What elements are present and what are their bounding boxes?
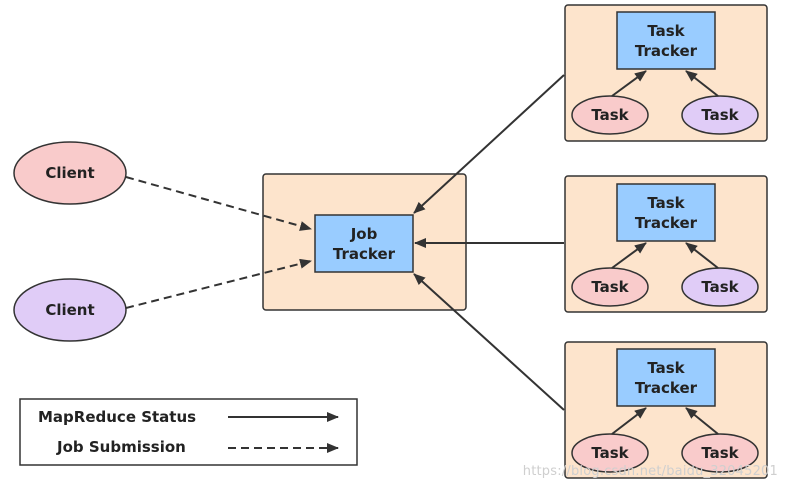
task-tracker-1-label-1: Task [647,22,685,40]
task-2-right-shape [681,267,759,307]
task-3-left-label: Task [591,444,629,462]
task-tracker-1-label-2: Tracker [635,42,698,60]
watermark: https://blog.csdn.net/baidu_32045201 [522,464,778,479]
client-1: Client [13,141,127,205]
task-node-1: Task Tracker Task Task [564,4,768,142]
client-2-label: Client [45,301,94,319]
task-tracker-2-box [616,183,716,242]
task-1-left-shape [571,95,649,135]
task-tracker-2-label-1: Task [647,194,685,212]
job-tracker-box [314,214,414,273]
task-3-right-label: Task [701,444,739,462]
client-2: Client [13,278,127,342]
legend-submission-label: Job Submission [56,438,186,456]
task-tracker-3-box [616,348,716,407]
task-2-right-arrow [685,242,719,269]
task-2-right-label: Task [701,278,739,296]
task-1-left-arrow [611,70,647,97]
task-2-left-arrow [611,242,647,269]
task-3-left-shape [571,433,649,473]
task-2-left-shape [571,267,649,307]
task-1-left-label: Task [591,106,629,124]
task-3-right-arrow [685,407,719,435]
client-2-shape [13,278,127,342]
task-1-right-arrow [685,70,719,97]
job-tracker-label-2: Tracker [333,245,396,263]
task-tracker-3-label-1: Task [647,359,685,377]
task-tracker-3-label-2: Tracker [635,379,698,397]
task-tracker-1-box [616,11,716,70]
task-1-right-label: Task [701,106,739,124]
status-arrow-1 [413,74,565,214]
legend-status-label: MapReduce Status [38,408,196,426]
task-tracker-2-label-2: Tracker [635,214,698,232]
submission-arrow-2 [125,258,312,309]
legend-box [19,398,358,466]
legend: MapReduce Status Job Submission [19,398,358,466]
job-tracker-label-1: Job [350,225,378,243]
task-2-left-label: Task [591,278,629,296]
task-1-right-shape [681,95,759,135]
task-node-3: Task Tracker Task Task [564,341,768,479]
status-arrow-3 [413,273,565,411]
task-3-right-shape [681,433,759,473]
client-1-shape [13,141,127,205]
task-3-left-arrow [611,407,647,435]
task-node-2: Task Tracker Task Task [564,175,768,313]
submission-arrow-1 [125,176,312,231]
client-1-label: Client [45,164,94,182]
